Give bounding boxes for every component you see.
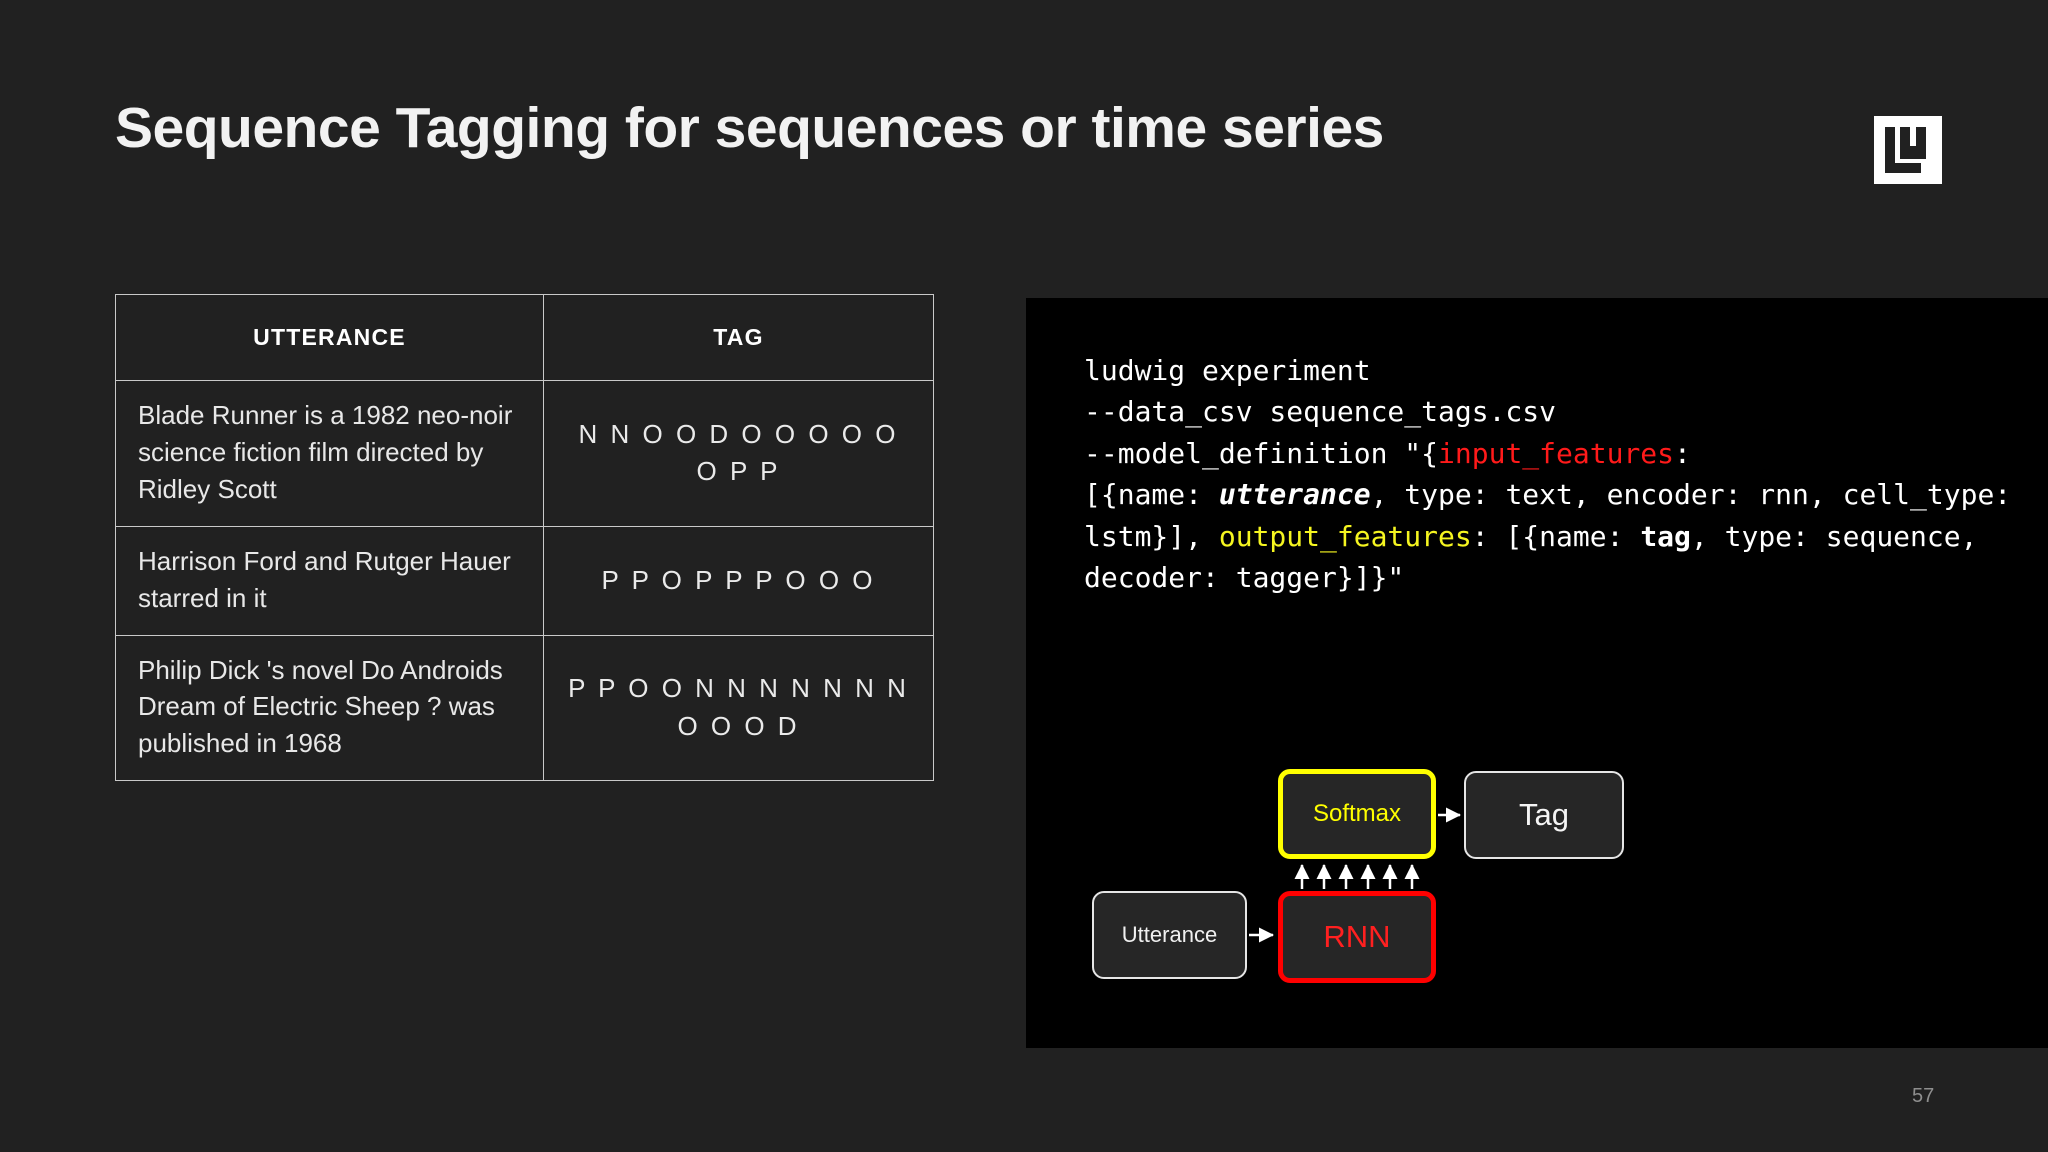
tagging-table: UTTERANCE TAG Blade Runner is a 1982 neo… — [115, 294, 934, 782]
diagram-node-rnn: RNN — [1278, 891, 1436, 983]
cell-utterance: Blade Runner is a 1982 neo-noir science … — [115, 380, 544, 527]
table-row: Harrison Ford and Rutger Hauer starred i… — [115, 525, 934, 636]
cell-utterance: Philip Dick 's novel Do Androids Dream o… — [115, 634, 544, 782]
cell-tag: P P O O N N N N N N N O O O D — [543, 634, 934, 782]
table-row: Philip Dick 's novel Do Androids Dream o… — [115, 634, 934, 782]
code-token-input-features: input_features — [1438, 436, 1675, 470]
code-line-4-d: , type: sequence, decoder: tagger}]}" — [1084, 519, 1995, 595]
code-token-utterance: utterance — [1218, 478, 1371, 512]
code-line-3-prefix: --model_definition "{ — [1084, 436, 1439, 470]
cell-tag: P P O P P P O O O — [543, 525, 934, 636]
code-line-4-c: : [{name: — [1471, 519, 1641, 553]
code-block: ludwig experiment --data_csv sequence_ta… — [1084, 350, 2028, 599]
code-line-4-a: [{name: — [1084, 478, 1219, 512]
column-header-utterance: UTTERANCE — [115, 294, 544, 381]
diagram-node-softmax: Softmax — [1278, 769, 1436, 859]
code-token-tag: tag — [1640, 519, 1691, 553]
model-diagram: Utterance RNN Softmax Tag — [1080, 755, 1640, 985]
code-line-3-suffix: : — [1674, 436, 1691, 470]
code-line-1: ludwig experiment — [1084, 354, 1371, 387]
code-line-4-b: , type: text, encoder: rnn, cell_type: l… — [1084, 478, 2029, 553]
diagram-node-utterance: Utterance — [1092, 891, 1247, 979]
diagram-node-tag: Tag — [1464, 771, 1624, 859]
table-row: Blade Runner is a 1982 neo-noir science … — [115, 380, 934, 527]
code-line-2: --data_csv sequence_tags.csv — [1084, 395, 1557, 429]
code-token-output-features: output_features — [1218, 519, 1472, 553]
page-number: 57 — [1912, 1085, 1935, 1107]
table-header-row: UTTERANCE TAG — [115, 294, 934, 381]
cell-tag: N N O O D O O O O O O P P — [543, 380, 934, 527]
ludwig-logo — [1874, 116, 1942, 184]
column-header-tag: TAG — [543, 294, 934, 381]
code-panel: ludwig experiment --data_csv sequence_ta… — [1026, 298, 2048, 1048]
cell-utterance: Harrison Ford and Rutger Hauer starred i… — [115, 525, 544, 636]
page-title: Sequence Tagging for sequences or time s… — [115, 96, 1384, 160]
